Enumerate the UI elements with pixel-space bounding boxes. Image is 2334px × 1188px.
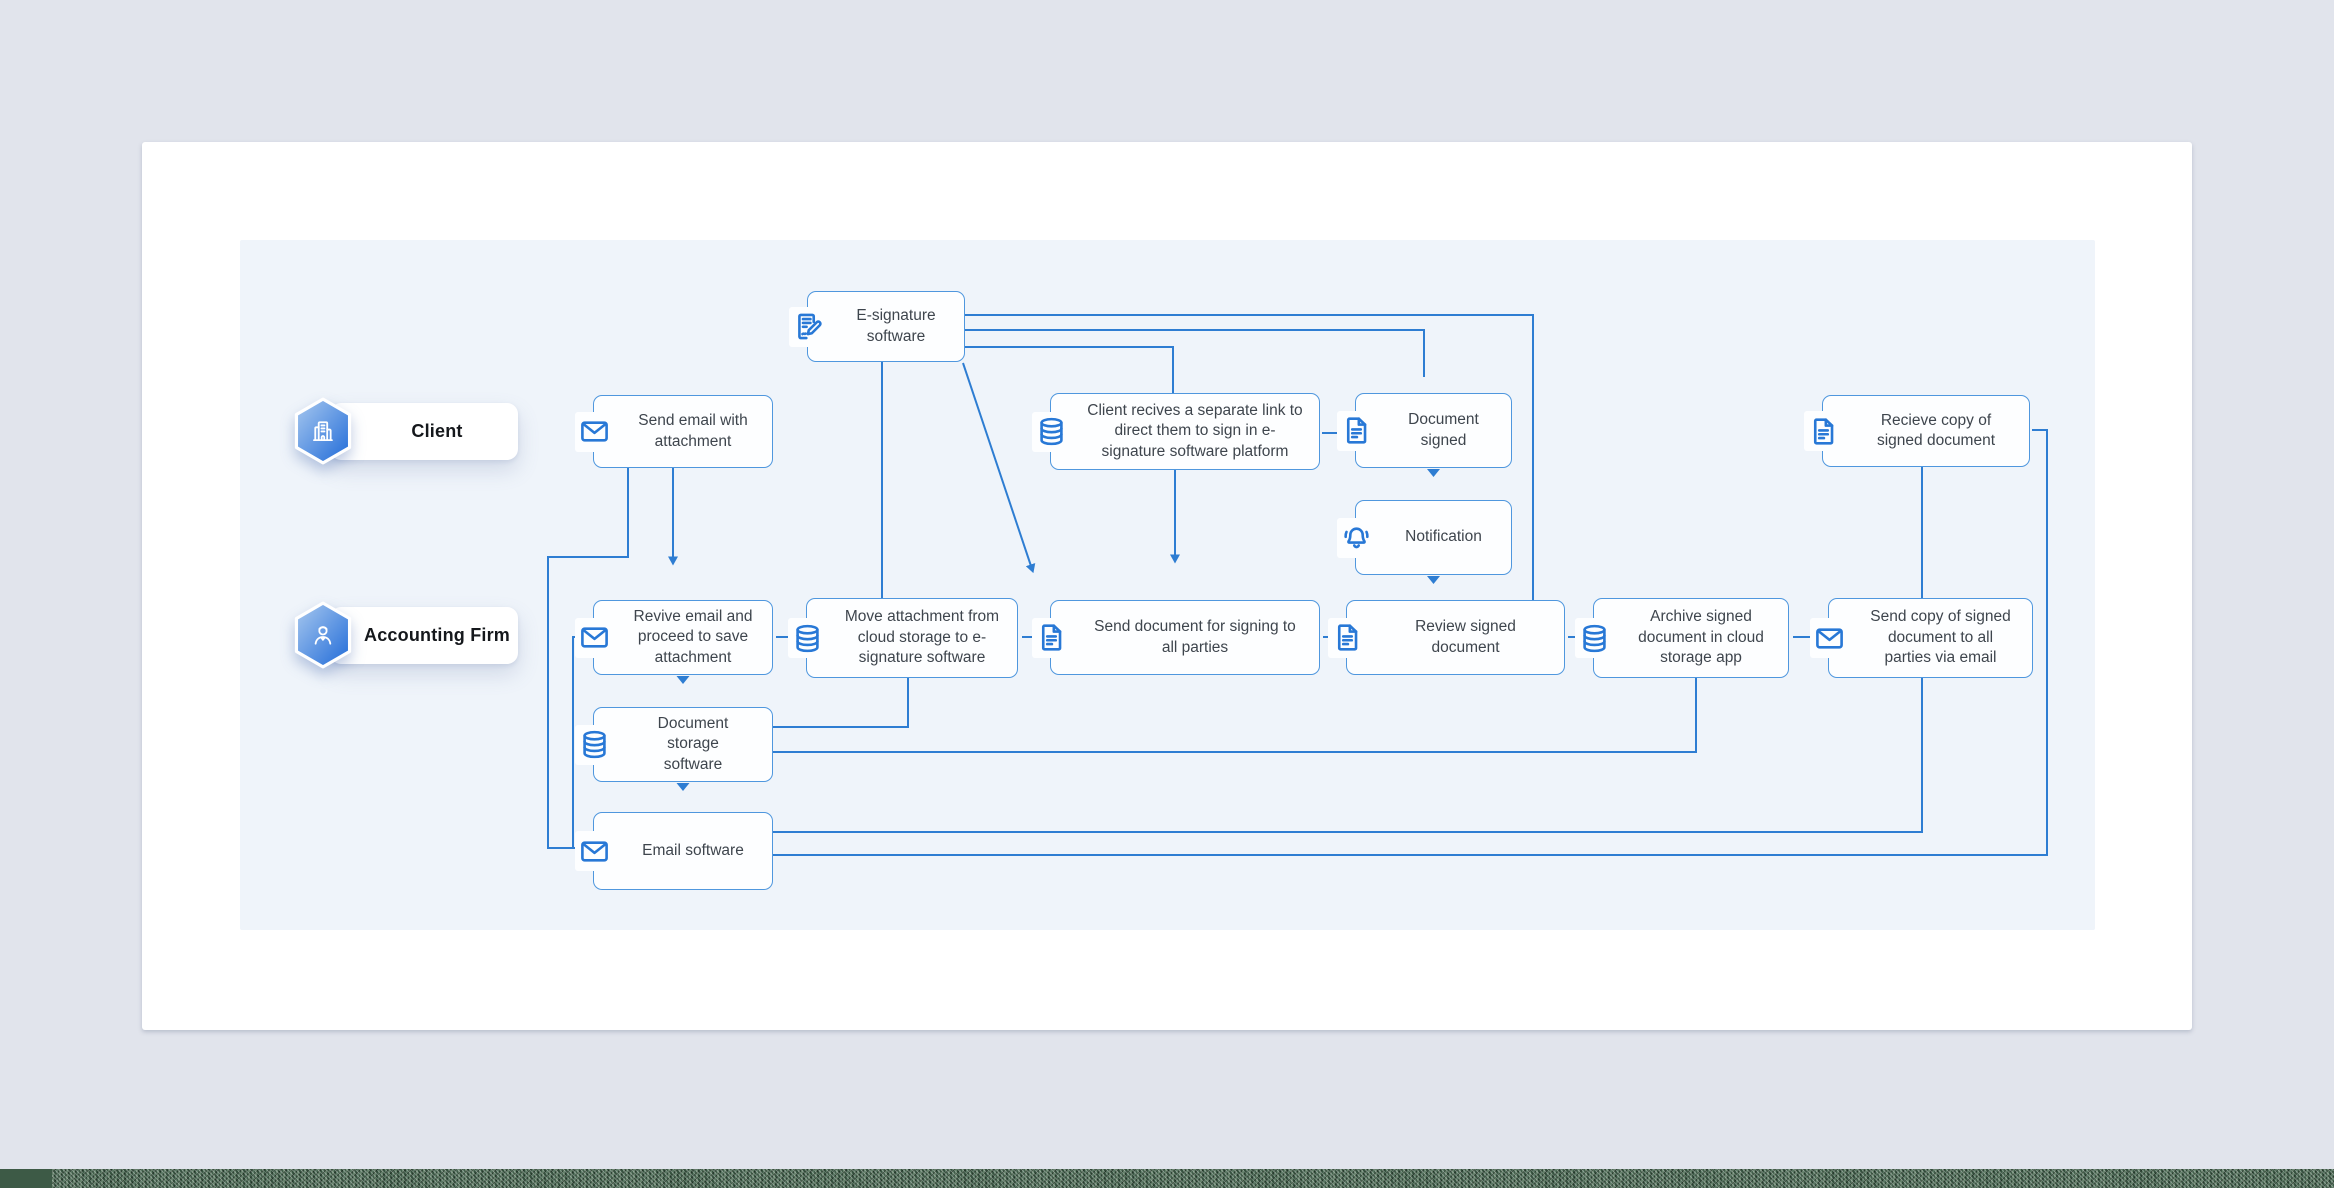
node-label: Recieve copy of signed document bbox=[1876, 411, 1996, 449]
signature-icon bbox=[789, 306, 827, 347]
lane-hexagon-firm bbox=[294, 601, 352, 669]
person-icon bbox=[314, 626, 332, 645]
node-move_attach[interactable]: Move attachment from cloud storage to e-… bbox=[788, 598, 1018, 678]
node-label: Review signed document bbox=[1415, 618, 1516, 656]
database-icon bbox=[1575, 618, 1613, 658]
envelope-icon bbox=[575, 617, 613, 658]
lane-label: Accounting Firm bbox=[364, 625, 510, 645]
diagram-panel bbox=[240, 240, 2095, 930]
building-icon bbox=[313, 421, 333, 442]
node-revive_email[interactable]: Revive email and proceed to save attachm… bbox=[575, 600, 773, 675]
document-icon bbox=[1032, 617, 1070, 658]
footer-noise-solid-block bbox=[0, 1169, 52, 1188]
lane-pill-firm[interactable]: Accounting Firm bbox=[330, 607, 518, 664]
node-esig[interactable]: E-signature software bbox=[789, 291, 965, 362]
document-icon bbox=[1328, 617, 1366, 658]
node-label: Send email with attachment bbox=[638, 412, 748, 450]
node-client_link[interactable]: Client recives a separate link to direct… bbox=[1032, 393, 1320, 470]
node-label: Document storage software bbox=[657, 714, 729, 773]
node-label: Notification bbox=[1405, 528, 1482, 546]
lane-label: Client bbox=[411, 421, 463, 441]
node-label: Move attachment from cloud storage to e-… bbox=[844, 608, 1000, 667]
node-email_sw[interactable]: Email software bbox=[575, 812, 773, 890]
node-label: Send document for signing to all parties bbox=[1094, 618, 1296, 656]
node-send_doc[interactable]: Send document for signing to all parties bbox=[1032, 600, 1320, 675]
lane-pill-client[interactable]: Client bbox=[330, 403, 518, 460]
envelope-icon bbox=[575, 411, 613, 452]
node-label: Send copy of signed document to all part… bbox=[1870, 608, 2011, 667]
node-recieve_copy[interactable]: Recieve copy of signed document bbox=[1804, 395, 2030, 467]
database-icon bbox=[788, 618, 826, 658]
node-label: Revive email and proceed to save attachm… bbox=[633, 607, 753, 666]
database-icon bbox=[1032, 411, 1070, 452]
envelope-icon bbox=[575, 831, 613, 871]
database-icon bbox=[575, 724, 613, 765]
node-review_doc[interactable]: Review signed document bbox=[1328, 600, 1565, 675]
node-doc_storage[interactable]: Document storage software bbox=[575, 707, 773, 782]
node-archive_doc[interactable]: Archive signed document in cloud storage… bbox=[1575, 598, 1789, 678]
bell-icon bbox=[1337, 517, 1375, 558]
lane-hexagon-client bbox=[294, 397, 352, 465]
document-icon bbox=[1804, 411, 1842, 451]
node-label: E-signature software bbox=[856, 307, 936, 345]
node-label: Archive signed document in cloud storage… bbox=[1638, 608, 1764, 667]
node-label: Document signed bbox=[1408, 411, 1479, 449]
node-label: Email software bbox=[642, 841, 744, 859]
node-label: Client recives a separate link to direct… bbox=[1087, 401, 1303, 460]
node-doc_signed[interactable]: Document signed bbox=[1337, 393, 1512, 468]
node-send_copy[interactable]: Send copy of signed document to all part… bbox=[1810, 598, 2033, 678]
node-send_email[interactable]: Send email with attachment bbox=[575, 395, 773, 468]
envelope-icon bbox=[1810, 618, 1848, 658]
footer-noise-strip bbox=[0, 1169, 2334, 1188]
node-notification[interactable]: Notification bbox=[1337, 500, 1512, 575]
document-icon bbox=[1337, 410, 1375, 451]
